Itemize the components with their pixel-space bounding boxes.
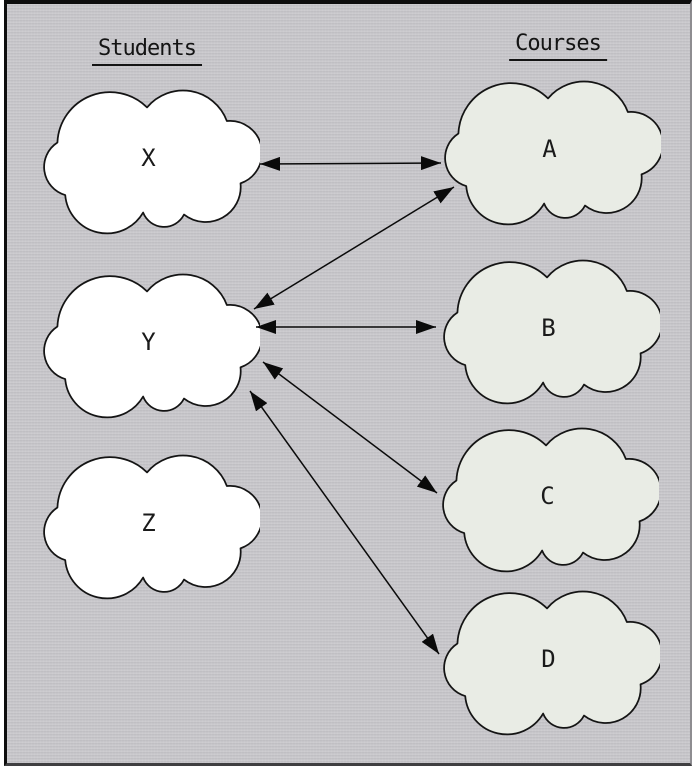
cloud-node-Y [43,273,260,419]
column-title-courses: Courses [509,33,607,61]
cloud-node-C [442,427,659,573]
cloud-node-A [444,80,661,226]
edge-X-A [259,156,442,171]
cloud-node-X [43,89,260,235]
clouds-layer [43,80,661,736]
edge-Y-D [249,390,440,655]
cloud-node-Z [43,454,260,600]
edge-Y-C [262,361,438,494]
cloud-node-D [443,590,660,736]
edges-layer [249,156,455,655]
cloud-node-B [443,259,660,405]
edge-Y-A [253,186,455,310]
column-title-students: Students [92,38,202,66]
diagram-svg [43,80,661,736]
